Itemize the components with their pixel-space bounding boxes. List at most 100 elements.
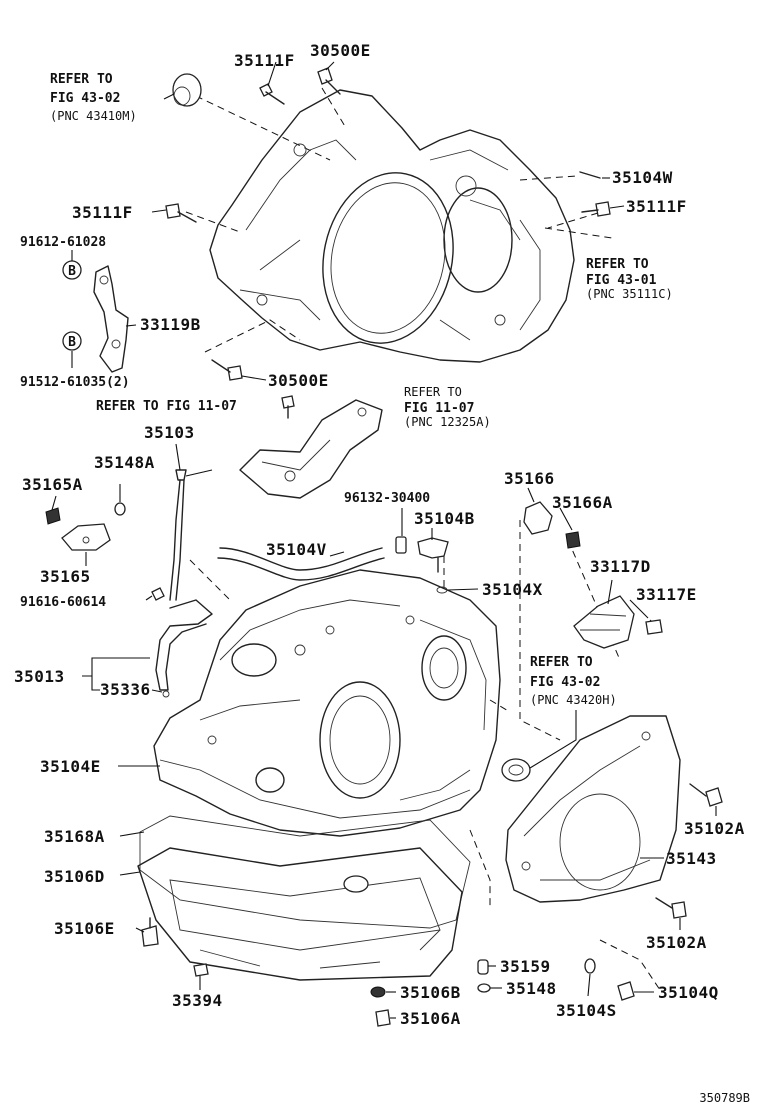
- label-35165a: 35165A: [22, 475, 83, 494]
- label-35148: 35148: [506, 979, 557, 998]
- ref5-line1: REFER TO: [530, 655, 593, 670]
- label-30500e-top: 30500E: [310, 41, 371, 60]
- oil-seal-top: [172, 73, 202, 107]
- label-35106a: 35106A: [400, 1009, 461, 1028]
- ref2-line3: (PNC 35111C): [586, 287, 673, 301]
- label-35166: 35166: [504, 469, 555, 488]
- oil-pan-35106d: [137, 847, 463, 981]
- reference-note-4: REFER TO FIG 11-07 (PNC 12325A): [404, 385, 491, 429]
- bolt-35166a: [565, 531, 581, 549]
- label-35104s: 35104S: [556, 1001, 617, 1020]
- transaxle-case-cover-35143: [505, 715, 681, 903]
- label-35111f-right: 35111F: [626, 197, 687, 216]
- label-35168a: 35168A: [44, 827, 105, 846]
- plug-35104b: [417, 537, 449, 573]
- bolt-35104q: [617, 981, 635, 1001]
- label-35111f-left: 35111F: [72, 203, 133, 222]
- label-35102a-top: 35102A: [684, 819, 745, 838]
- bracket-33117d: [573, 595, 635, 649]
- label-96132-30400: 96132-30400: [344, 491, 430, 506]
- clip-91616: [151, 587, 165, 601]
- bolt-35165a: [45, 507, 61, 525]
- label-35106e: 35106E: [54, 919, 115, 938]
- ref1-line2: FIG 43-02: [50, 91, 120, 106]
- oil-seal-side: [501, 758, 531, 782]
- bolt-33117e: [645, 619, 663, 635]
- bubble-b-1: B: [62, 260, 82, 280]
- oring-35104s: [584, 958, 596, 974]
- plug-35159: [477, 959, 489, 975]
- ref2-line1: REFER TO: [586, 257, 649, 272]
- pin-35104w: [579, 171, 601, 179]
- bolt-35111f-top: [259, 83, 285, 105]
- washer-35106b: [370, 986, 386, 998]
- ref2-line2: FIG 43-01: [586, 273, 657, 288]
- label-33117d: 33117D: [590, 557, 651, 576]
- bolt-35111f-right: [581, 201, 611, 217]
- label-35111f-top: 35111F: [234, 51, 295, 70]
- label-35104q: 35104Q: [658, 983, 719, 1002]
- ref3-line1: REFER TO FIG 11-07: [96, 399, 237, 414]
- bolt-35102a-top: [689, 783, 723, 807]
- ref4-line1: REFER TO: [404, 385, 462, 399]
- label-35106b: 35106B: [400, 983, 461, 1002]
- bubble-b-1-text: B: [68, 264, 76, 279]
- bolt-11-07: [281, 395, 295, 419]
- label-91512-61035: 91512-61035(2): [20, 375, 130, 390]
- transmission-case: [153, 569, 501, 837]
- label-35336: 35336: [100, 680, 151, 699]
- clamp-96132: [395, 536, 407, 554]
- oil-pan-gasket-35168a: [139, 815, 471, 929]
- magnet-35394: [193, 963, 209, 977]
- reference-note-5: REFER TO FIG 43-02 (PNC 43420H): [530, 655, 617, 707]
- label-35143: 35143: [666, 849, 717, 868]
- reference-note-1: REFER TO FIG 43-02 (PNC 43410M): [50, 72, 137, 123]
- transaxle-housing: [209, 89, 575, 363]
- label-33117e: 33117E: [636, 585, 697, 604]
- bolt-30500e-mid: [211, 359, 243, 381]
- ref5-line2: FIG 43-02: [530, 675, 600, 690]
- label-35165: 35165: [40, 567, 91, 586]
- label-35104e: 35104E: [40, 757, 101, 776]
- label-91612-61028: 91612-61028: [20, 235, 106, 250]
- label-35102a-bottom: 35102A: [646, 933, 707, 952]
- label-33119b: 33119B: [140, 315, 201, 334]
- bubble-b-2-text: B: [68, 335, 76, 350]
- oring-35148: [477, 983, 491, 993]
- part-labels: 35111F 30500E 35104W 35111F 35111F 91612…: [14, 41, 745, 1028]
- bubble-b-2: B: [62, 331, 82, 351]
- ref4-line3: (PNC 12325A): [404, 415, 491, 429]
- label-35104v: 35104V: [266, 540, 327, 559]
- hose-35104v: [217, 547, 385, 581]
- label-35148a: 35148A: [94, 453, 155, 472]
- footer-code: 350789B: [699, 1091, 750, 1105]
- dipstick-35103: [169, 469, 187, 601]
- dipstick-tube-35013: [155, 599, 213, 698]
- label-35166a: 35166A: [552, 493, 613, 512]
- ref4-line2: FIG 11-07: [404, 401, 474, 416]
- ref1-line3: (PNC 43410M): [50, 109, 137, 123]
- reference-note-2: REFER TO FIG 43-01 (PNC 35111C): [586, 257, 673, 301]
- label-35104b: 35104B: [414, 509, 475, 528]
- reference-note-3: REFER TO FIG 11-07: [96, 399, 237, 414]
- drain-plug-35106a: [375, 1009, 391, 1027]
- label-35104w: 35104W: [612, 168, 673, 187]
- bolt-30500e-top: [317, 67, 341, 95]
- part-35166: [523, 501, 553, 535]
- label-35104x: 35104X: [482, 580, 543, 599]
- part-35165: [61, 523, 111, 551]
- label-35159: 35159: [500, 957, 551, 976]
- bolt-35102a-bottom: [655, 897, 687, 919]
- leader-lines: [51, 61, 717, 1019]
- assembly-guide-lines: [185, 87, 661, 991]
- ref5-line3: (PNC 43420H): [530, 693, 617, 707]
- label-35013: 35013: [14, 667, 65, 686]
- bolt-35111f-left: [165, 203, 197, 223]
- label-35394: 35394: [172, 991, 223, 1010]
- label-35106d: 35106D: [44, 867, 105, 886]
- drain-bolt-35106e: [141, 917, 159, 947]
- label-35103: 35103: [144, 423, 195, 442]
- mounting-plate: [239, 399, 383, 499]
- cap-35148a: [114, 502, 126, 516]
